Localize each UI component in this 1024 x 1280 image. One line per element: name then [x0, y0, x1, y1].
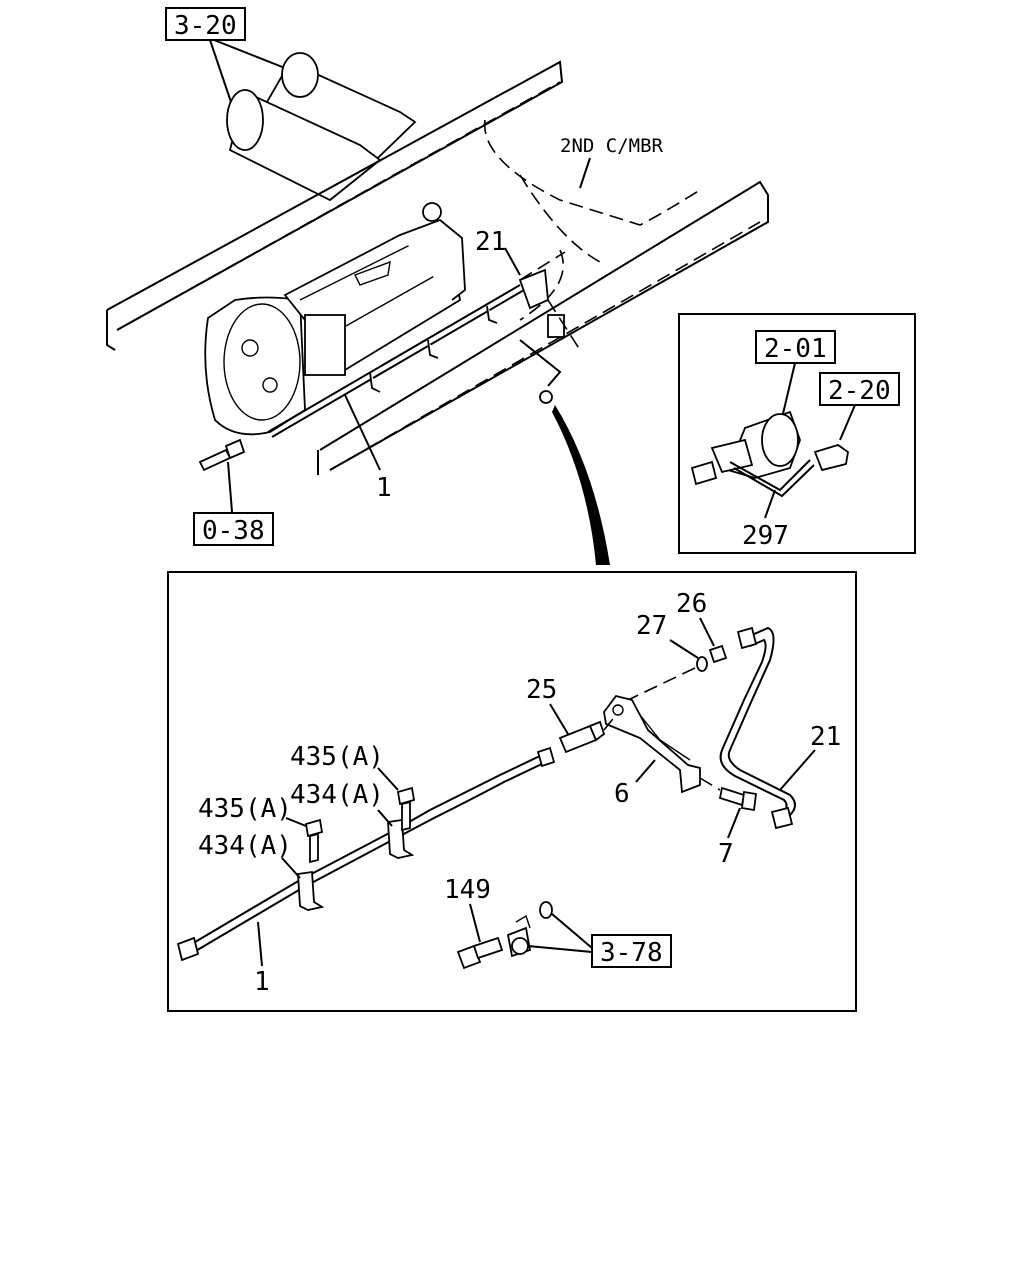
clamp-3-78	[506, 901, 553, 958]
label-21-upper: 21	[475, 227, 506, 257]
chassis-overview: 3-20 2ND C/MBR	[106, 7, 769, 565]
bolt-435-lower	[304, 818, 324, 864]
ref-box-3-20[interactable]	[165, 7, 246, 41]
label-7: 7	[718, 839, 734, 869]
ref-box-2-01[interactable]	[755, 330, 836, 364]
label-435-lower: 435(A)	[198, 794, 292, 824]
bolt-149	[456, 936, 504, 970]
label-297: 297	[742, 521, 789, 551]
detail-panel: 21 26 27 6 25 7	[167, 571, 857, 1012]
nut-26	[708, 644, 728, 664]
crossmember	[483, 119, 701, 387]
label-6: 6	[614, 779, 630, 809]
label-21-lower: 21	[810, 722, 841, 752]
ref-label-2-01: 2-01	[764, 334, 827, 364]
frame-rail-upper	[106, 60, 564, 351]
transmission	[204, 202, 466, 436]
label-26: 26	[676, 589, 707, 619]
detail-pointer-arrow	[552, 405, 610, 565]
ref-box-2-20[interactable]	[819, 372, 900, 406]
inset-panel: 2-01 2-20 297	[678, 313, 916, 554]
label-1-upper: 1	[376, 473, 392, 503]
label-434-upper: 434(A)	[290, 780, 384, 810]
label-1-lower: 1	[254, 967, 270, 997]
ref-box-0-38[interactable]	[193, 512, 274, 546]
stud-bolt	[198, 438, 246, 472]
label-25: 25	[526, 675, 557, 705]
label-27: 27	[636, 611, 667, 641]
bolt-7	[718, 786, 758, 812]
ref-box-3-78[interactable]	[591, 934, 672, 968]
crossmember-label: 2ND C/MBR	[560, 135, 664, 157]
clutch-tube-21	[719, 626, 796, 830]
ref-label-3-78: 3-78	[600, 938, 663, 968]
ref-label-3-20: 3-20	[174, 11, 237, 41]
inset-assembly	[690, 410, 849, 498]
clip-434-lower	[297, 870, 325, 911]
label-149: 149	[444, 875, 491, 905]
air-tanks	[226, 52, 417, 202]
frame-rail-lower	[317, 180, 769, 475]
washer-27	[696, 656, 708, 672]
adapter-25	[558, 720, 606, 754]
bracket-6	[603, 694, 701, 794]
upper-cable-assembly	[267, 251, 581, 438]
bolt-435-upper	[396, 786, 416, 832]
ref-label-2-20: 2-20	[828, 376, 891, 406]
ref-label-0-38: 0-38	[202, 516, 265, 546]
clutch-cable-1	[176, 746, 556, 962]
label-434-lower: 434(A)	[198, 831, 292, 861]
label-435-upper: 435(A)	[290, 742, 384, 772]
